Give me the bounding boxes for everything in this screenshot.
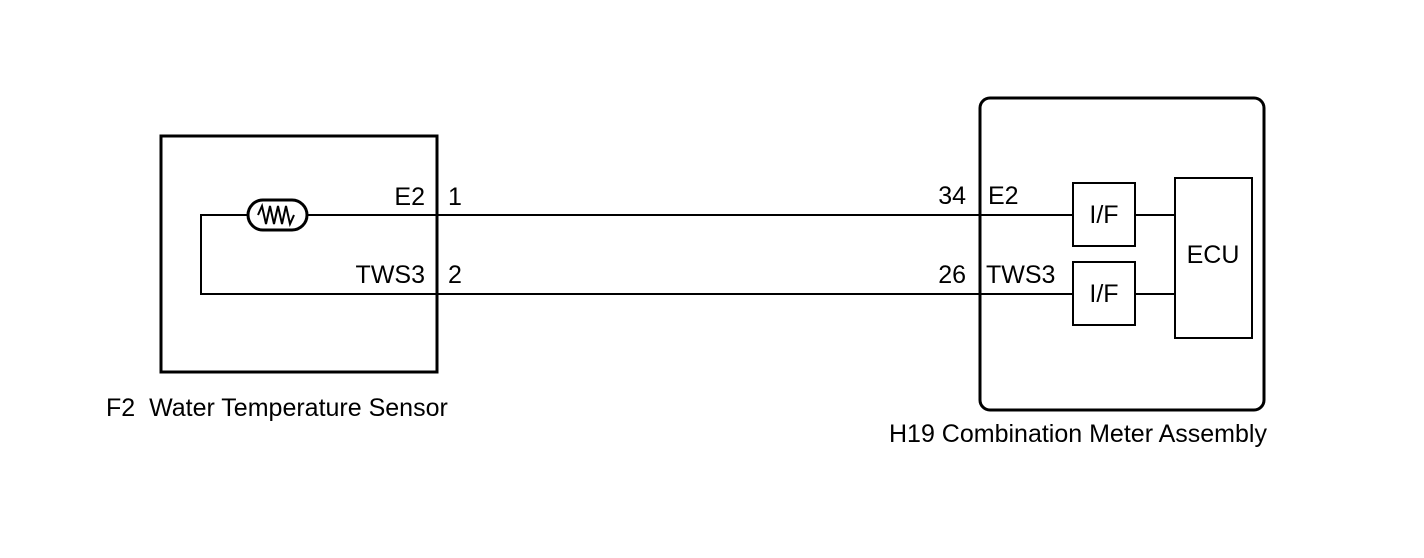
- meter-pin-tws3-number: 26: [938, 261, 966, 289]
- sensor-caption: F2 Water Temperature Sensor: [106, 394, 448, 422]
- meter-pin-e2-name: E2: [988, 182, 1019, 210]
- sensor-pin-tws3-name: TWS3: [356, 261, 425, 289]
- ecu-box: [1174, 177, 1253, 339]
- interface-1-label: I/F: [1089, 201, 1118, 229]
- interface-2-label: I/F: [1089, 280, 1118, 308]
- sensor-box: [159, 134, 439, 374]
- sensor-pin-e2-name: E2: [394, 183, 425, 211]
- sensor-pin-e2-number: 1: [448, 183, 462, 211]
- interface-2-box: [1072, 261, 1136, 326]
- meter-caption: H19 Combination Meter Assembly: [889, 420, 1267, 448]
- sensor-pin-tws3-number: 2: [448, 261, 462, 289]
- meter-box: [978, 96, 1266, 412]
- meter-pin-e2-number: 34: [938, 182, 966, 210]
- ecu-label: ECU: [1187, 241, 1240, 269]
- sensor-internal-wire: [200, 214, 437, 295]
- interface-1-box: [1072, 182, 1136, 247]
- meter-pin-tws3-name: TWS3: [986, 261, 1055, 289]
- thermistor-icon: [246, 198, 309, 232]
